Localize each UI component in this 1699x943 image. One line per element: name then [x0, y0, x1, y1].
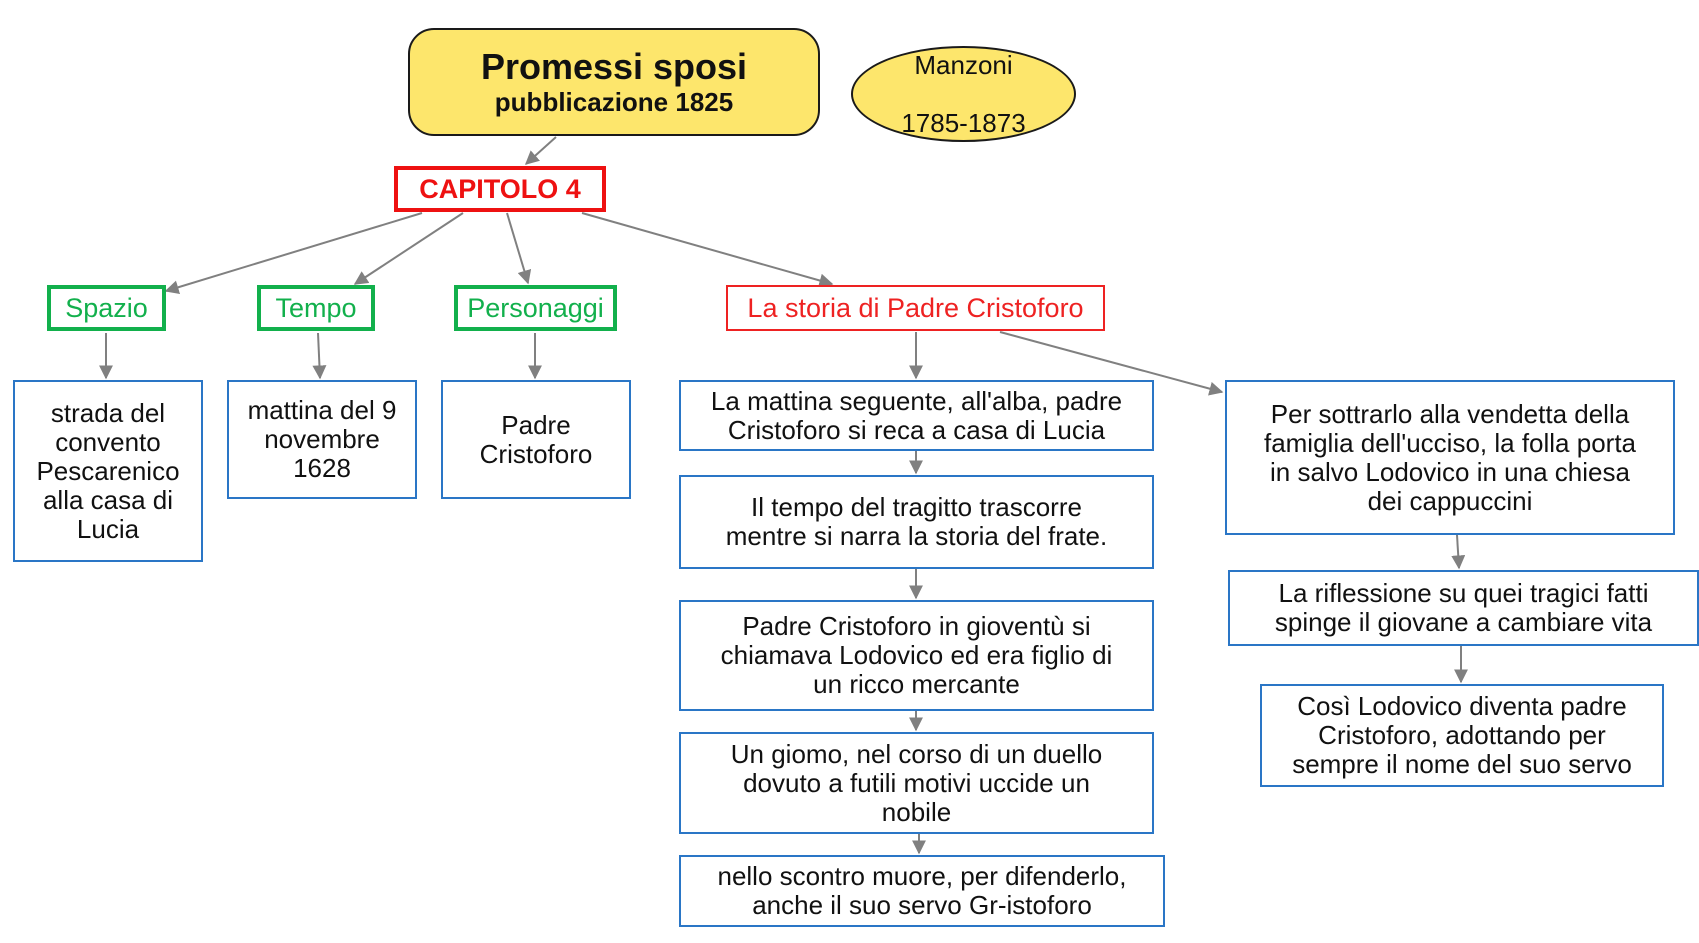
author-years: 1785-1873 — [901, 107, 1026, 138]
chapter-node: CAPITOLO 4 — [394, 166, 606, 212]
category-tempo: Tempo — [257, 285, 375, 331]
publication-year: pubblicazione 1825 — [494, 87, 734, 117]
story-step-1: La mattina seguente, all'alba, padre Cri… — [679, 380, 1154, 451]
edge-chapter-personaggi — [506, 212, 532, 285]
edge-chapter-spazio — [164, 212, 423, 295]
story-step-3: Padre Cristoforo in gioventù si chiamava… — [679, 600, 1154, 711]
story-right-step-1: Per sottrarlo alla vendetta della famigl… — [1225, 380, 1675, 535]
tempo-detail: mattina del 9 novembre 1628 — [227, 380, 417, 499]
edge-chapter-tempo — [353, 212, 464, 285]
story-step-2: Il tempo del tragitto trascorre mentre s… — [679, 475, 1154, 569]
story-step-5: nello scontro muore, per difenderlo, anc… — [679, 855, 1165, 927]
category-spazio: Spazio — [47, 285, 166, 331]
story-step-4: Un giomo, nel corso di un duello dovuto … — [679, 732, 1154, 834]
author-name: Manzoni — [914, 49, 1013, 80]
story-node: La storia di Padre Cristoforo — [726, 285, 1105, 331]
book-title-node: Promessi sposi pubblicazione 1825 — [408, 28, 820, 136]
category-personaggi: Personaggi — [454, 285, 617, 331]
edge-title-chapter — [524, 136, 557, 165]
author-node: Manzoni 1785-1873 — [851, 46, 1076, 142]
story-right-step-3: Così Lodovico diventa padre Cristoforo, … — [1260, 684, 1664, 787]
book-title: Promessi sposi — [480, 46, 748, 87]
story-right-step-2: La riflessione su quei tragici fatti spi… — [1228, 570, 1699, 646]
edge-right1-right2 — [1451, 534, 1466, 570]
personaggi-detail: Padre Cristoforo — [441, 380, 631, 499]
edge-chapter-story — [581, 212, 834, 288]
edge-tempo-detail — [312, 332, 327, 380]
spazio-detail: strada del convento Pescarenico alla cas… — [13, 380, 203, 562]
